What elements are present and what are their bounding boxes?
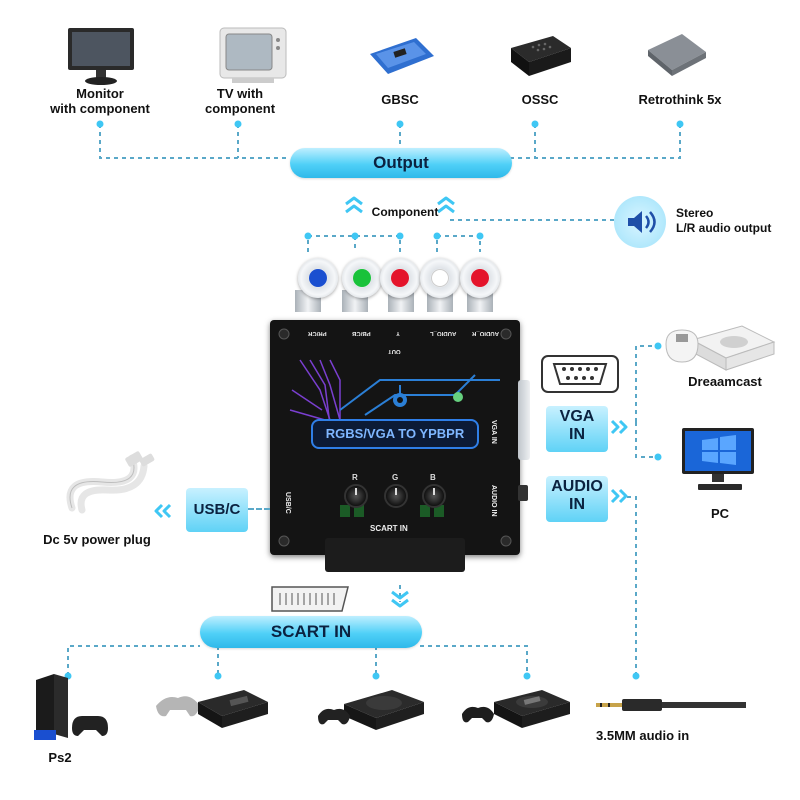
- dreamcast-console-icon: [662, 318, 778, 379]
- tv-label: TV with component: [204, 86, 276, 116]
- pc-icon: [678, 426, 758, 503]
- ps2-console-icon: [28, 670, 108, 747]
- scart-plug-icon: [270, 585, 350, 620]
- rca-audio-r-jack: [460, 258, 500, 298]
- rca-pr-jack: [298, 258, 338, 298]
- ossc-label: OSSC: [521, 92, 559, 107]
- dreamcast-label: Dreaamcast: [688, 374, 762, 389]
- gbsc-label: GBSC: [381, 92, 419, 107]
- power-plug-icon: [52, 448, 162, 525]
- g-knob[interactable]: [384, 484, 408, 508]
- audio-jack-icon: [596, 694, 746, 721]
- r-knob[interactable]: [344, 484, 368, 508]
- audio-in-port: [518, 485, 528, 501]
- output-banner: Output: [290, 148, 512, 178]
- monitor-label: Monitor with component: [50, 86, 150, 116]
- retrothink-label: Retrothink 5x: [638, 92, 722, 107]
- port-label-audio-r: AUDIO_R: [472, 330, 500, 336]
- scart-in-device-label: SCART IN: [370, 524, 408, 533]
- audio-output-label: Stereo L/R audio output: [676, 206, 772, 235]
- scart-port: [325, 538, 465, 572]
- retrothink-box-icon: [644, 28, 714, 83]
- knob-label-b: B: [430, 473, 436, 482]
- rca-audio-l-jack: [420, 258, 460, 298]
- monitor-icon: [66, 26, 138, 91]
- ossc-box-icon: [505, 32, 577, 85]
- scart-in-banner: SCART IN: [200, 616, 422, 648]
- power-plug-label: Dc 5v power plug: [43, 532, 151, 547]
- crt-tv-icon: [218, 26, 290, 89]
- port-label-pr: PR/CR: [308, 330, 327, 336]
- device-title: RGBS/VGA TO YPBPR: [325, 426, 465, 441]
- vga-in-box: VGA IN: [546, 406, 608, 452]
- n64-console-icon: [152, 682, 272, 743]
- vga-in-side-label: VGA IN: [490, 420, 497, 444]
- ps2-label: Ps2: [48, 750, 72, 765]
- audio-in-side-label: AUDIO IN: [490, 485, 497, 517]
- component-label: Component: [371, 205, 439, 219]
- speaker-icon: [614, 196, 666, 248]
- port-label-y: Y: [396, 330, 401, 336]
- vga-plug-icon: [540, 354, 620, 399]
- vga-port: [518, 380, 530, 460]
- usbc-connector-line: [248, 508, 270, 510]
- out-label: OUT: [388, 348, 401, 354]
- saturn-console-icon: [314, 682, 430, 743]
- port-label-audio-l: AUDIO_L: [430, 330, 457, 336]
- usbc-side-label: USB/C: [284, 492, 291, 514]
- b-knob[interactable]: [422, 484, 446, 508]
- converter-device: RGBS/VGA TO YPBPR PR/CR PB/CB Y AUDIO_L …: [270, 320, 520, 555]
- gbsc-board-icon: [366, 34, 438, 83]
- audio-in-box: AUDIO IN: [546, 476, 608, 522]
- knob-label-g: G: [392, 473, 399, 482]
- usbc-box: USB/C: [186, 488, 248, 532]
- rca-y-jack: [380, 258, 420, 298]
- pc-label: PC: [710, 506, 730, 521]
- megadrive-console-icon: [458, 682, 574, 743]
- knob-label-r: R: [352, 473, 358, 482]
- audio-jack-label: 3.5MM audio in: [596, 728, 690, 743]
- rca-pb-jack: [342, 258, 382, 298]
- port-label-pb: PB/CB: [352, 330, 371, 336]
